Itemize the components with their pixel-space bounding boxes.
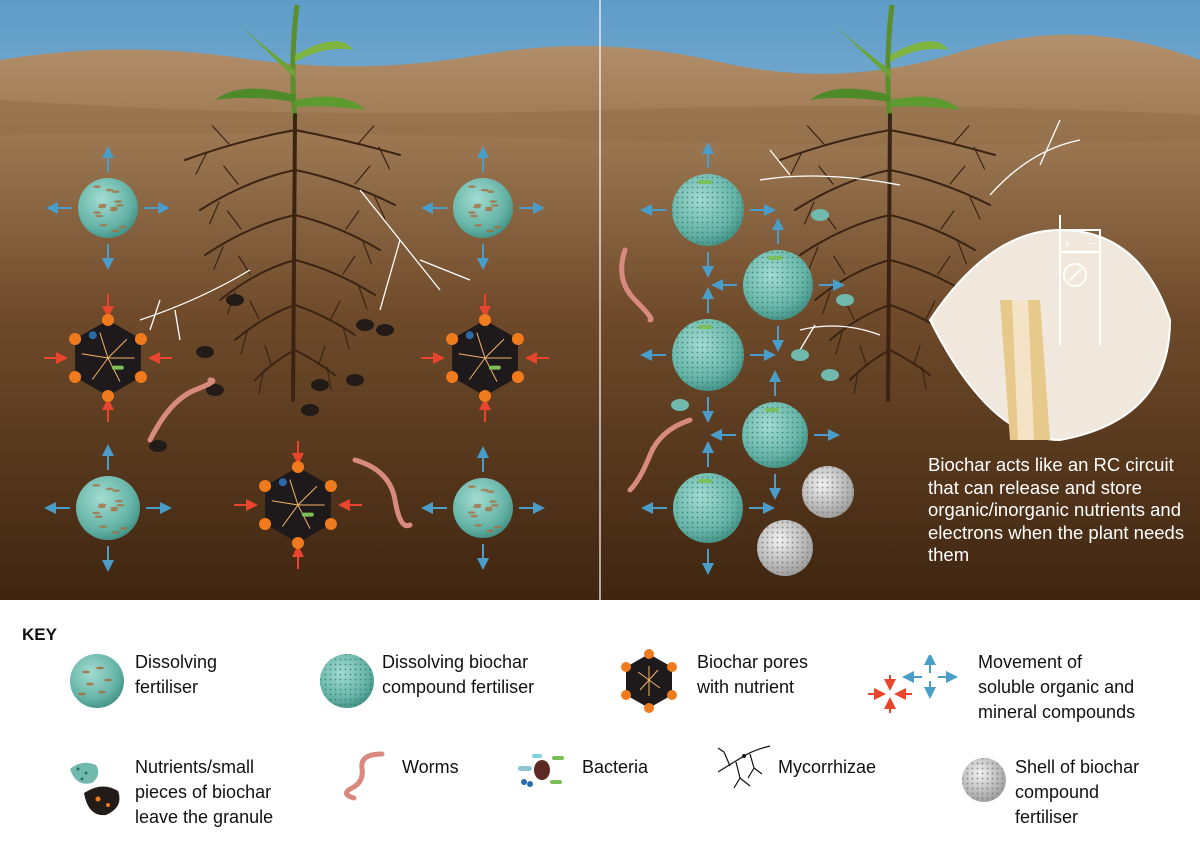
biochar-piece (346, 374, 364, 386)
biochar-piece (356, 319, 374, 331)
plant-leaf (890, 96, 960, 110)
granules (69, 174, 854, 576)
circuit-minus-label: − (1088, 238, 1094, 250)
biochar-piece (301, 404, 319, 416)
plant-roots (779, 113, 996, 402)
key-label-bacteria: Bacteria (582, 757, 649, 777)
key-label-mycorrhizae: Mycorrhizae (778, 757, 877, 777)
biochar-hexagon-icon (621, 649, 677, 713)
plant-stem (885, 4, 895, 121)
worm-icon (344, 751, 385, 801)
nutrient-piece (821, 369, 839, 381)
nutrient-pieces (671, 209, 854, 411)
biochar-piece (149, 440, 167, 452)
mycorrhizae-network (139, 119, 1081, 351)
biochar-compound-granule (742, 402, 808, 468)
biochar-compound-granule (672, 319, 744, 391)
plant-leaf (830, 20, 890, 78)
movement-arrows (44, 142, 845, 575)
biochar-shell-granule (757, 520, 813, 576)
circuit-plus-label: + (1064, 238, 1070, 250)
biochar-piece (311, 379, 329, 391)
plant-leaf (295, 41, 353, 62)
shell-granule-icon (962, 758, 1006, 802)
key-label-nutrients-small-pieces: Nutrients/small pieces of biochar leave … (135, 757, 274, 827)
worm (619, 247, 654, 323)
biochar-piece (196, 346, 214, 358)
key-label-worms: Worms (402, 757, 459, 777)
worms (147, 247, 693, 529)
key-label-movement-of-compounds: Movement of soluble organic and mineral … (978, 652, 1136, 722)
biochar-compound-granule (673, 473, 743, 543)
biochar-compound-granule-icon (320, 654, 374, 708)
plant-leaf (235, 20, 295, 78)
nutrient-piece (836, 294, 854, 306)
key-label-dissolving-fertiliser: Dissolving fertiliser (135, 652, 218, 697)
biochar-piece (376, 324, 394, 336)
dissolving-fertiliser-granule (78, 178, 138, 238)
worm (352, 457, 413, 529)
dissolving-fertiliser-granule (453, 478, 513, 538)
key-title: KEY (22, 625, 57, 644)
maize-plant (184, 4, 401, 402)
root-circuit-inset: + − (928, 215, 1172, 442)
dissolving-fertiliser-granule (76, 476, 140, 540)
biochar-shell-granule (802, 466, 854, 518)
biochar-rc-circuit-caption: Biochar acts like an RC circuit that can… (928, 454, 1185, 565)
nutrient-piece (811, 209, 829, 221)
bacteria-icon (518, 754, 564, 787)
biochar-pieces (149, 294, 394, 452)
biochar-pore-granule (446, 314, 524, 402)
teal-granule-icon (70, 654, 124, 708)
plant-leaf (295, 96, 365, 110)
plant-leaf (215, 88, 295, 102)
worm (627, 417, 693, 493)
biochar-pieces-icon (70, 762, 120, 816)
movement-arrows-icon (868, 655, 958, 713)
biochar-compound-granule (743, 250, 813, 320)
biochar-pore-granule (259, 461, 337, 549)
maize-plant (779, 4, 996, 402)
key-label-biochar-pores-with-nutrient: Biochar pores with nutrient (697, 652, 809, 697)
biochar-compound-granule (672, 174, 744, 246)
biochar-piece (226, 294, 244, 306)
mycorrhizae-icon (717, 745, 771, 789)
biochar-pore-granule (69, 314, 147, 402)
plant-leaf (890, 41, 948, 62)
key-label-dissolving-biochar-compound-fertiliser: Dissolving biochar compound fertiliser (382, 652, 535, 697)
nutrient-piece (791, 349, 809, 361)
plant-roots (184, 113, 401, 402)
soil-diagram-scene: + − (0, 0, 1200, 600)
biochar-piece (206, 384, 224, 396)
key-label-shell-of-biochar-compound-fertiliser: Shell of biochar compound fertiliser (1015, 757, 1140, 827)
dissolving-fertiliser-granule (453, 178, 513, 238)
plant-leaf (810, 88, 890, 102)
plant-stem (290, 4, 300, 121)
nutrient-piece (671, 399, 689, 411)
worm (147, 377, 216, 443)
plants-and-roots (139, 4, 1081, 402)
